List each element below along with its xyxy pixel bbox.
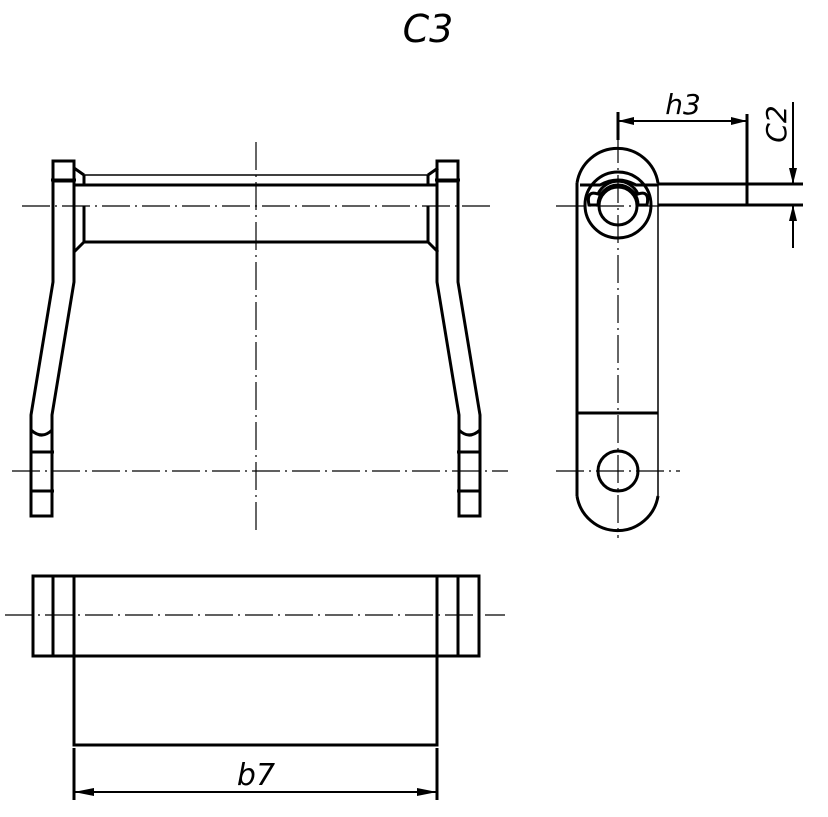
top-view: b7	[5, 574, 505, 800]
left-pin-head	[51, 159, 76, 183]
plate-outline	[72, 654, 439, 747]
b7-label: b7	[237, 758, 275, 793]
bottom-hole	[596, 449, 640, 493]
side-view: h3 C2	[556, 88, 803, 538]
drawing-title: C3	[403, 7, 454, 51]
right-bent-plate	[435, 181, 482, 518]
pin-bushing-circle	[583, 170, 653, 240]
pin-outline	[31, 574, 481, 658]
h3-label: h3	[665, 88, 701, 121]
c2-label: C2	[760, 105, 793, 142]
right-pin-head	[435, 159, 460, 183]
front-view	[12, 142, 508, 535]
left-bent-plate	[29, 181, 76, 518]
pin-circle	[597, 185, 639, 227]
